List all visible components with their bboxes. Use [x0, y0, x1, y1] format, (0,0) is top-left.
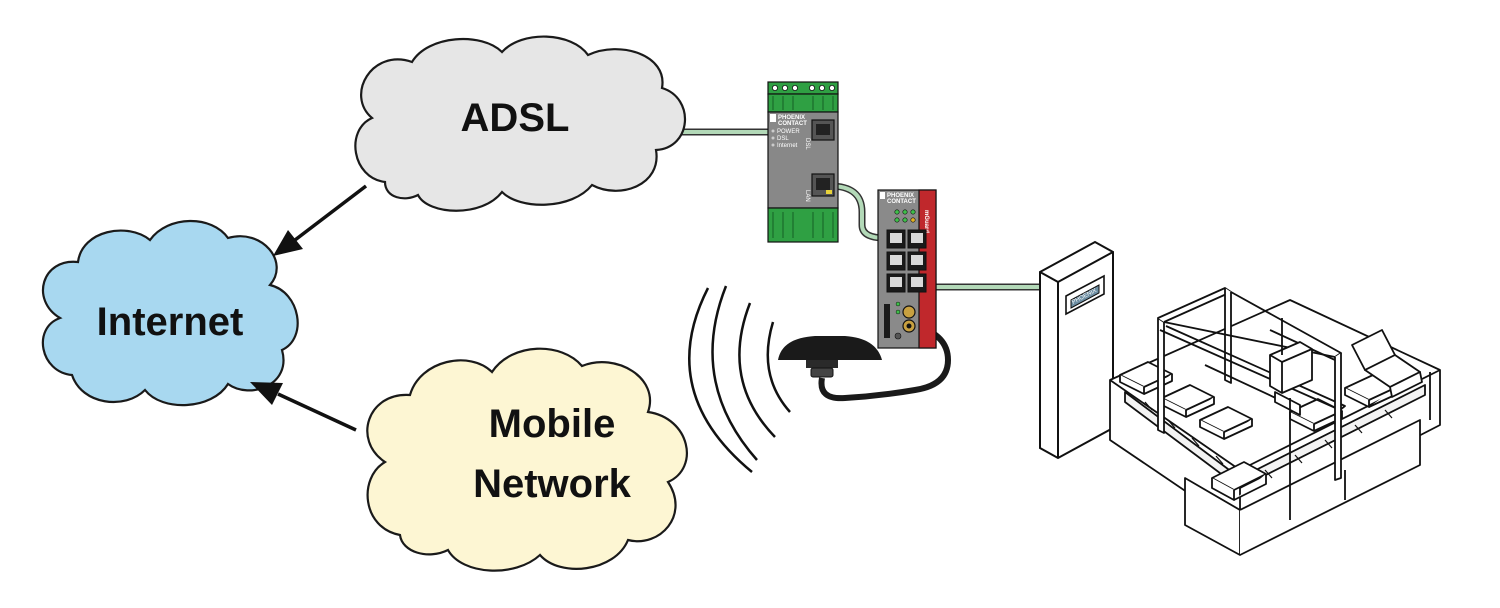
modem-brand-line2: CONTACT: [778, 121, 807, 127]
modem-led-dsl: DSL: [777, 136, 789, 142]
mobile-label-line1: Mobile: [489, 402, 616, 446]
router-brand-line1: PHOENIX: [887, 193, 914, 199]
mobile-label-line2: Network: [473, 462, 632, 506]
lan-cable-fill: [829, 184, 886, 240]
modem-led-internet: Internet: [777, 143, 798, 149]
arrow-adsl-to-internet: [273, 184, 368, 256]
mobile-network-cloud: Mobile Network: [366, 347, 688, 572]
radio-waves-icon: [688, 285, 791, 473]
arrows: [250, 184, 368, 432]
antenna-icon: [778, 336, 882, 378]
internet-label: Internet: [97, 300, 244, 344]
adsl-cloud: ADSL: [354, 35, 687, 212]
router-status-leds: [894, 209, 916, 223]
modem-port-lan-label: LAN: [804, 190, 810, 202]
adsl-cloud-shape: [354, 35, 687, 212]
router-sim-slot: [884, 304, 890, 338]
mguard-router: mGuard PHOENIX CONTACT: [877, 189, 937, 349]
adsl-modem: PHOENIX CONTACT POWER DSL Internet DSL L…: [767, 81, 839, 243]
router-antenna-socket-1: [902, 305, 916, 319]
modem-terminals-top: [772, 85, 836, 92]
internet-cloud: Internet: [41, 219, 299, 407]
modem-brand-line1: PHOENIX: [778, 115, 805, 121]
modem-ribs: [772, 96, 834, 110]
router-brand-line2: CONTACT: [887, 199, 916, 205]
internet-cloud-shape: [41, 219, 299, 407]
router-side-label: mGuard: [923, 210, 929, 233]
arrow-mobile-to-internet: [250, 382, 357, 432]
conveyor-machine: [1109, 287, 1441, 556]
adsl-label: ADSL: [461, 96, 570, 140]
antenna-cable: [818, 323, 952, 402]
mobile-cloud-shape: [366, 347, 688, 572]
modem-led-power: POWER: [777, 129, 800, 135]
modem-port-dsl-label: DSL: [804, 138, 810, 150]
hmi-terminal: PHOENIX: [1039, 240, 1114, 460]
